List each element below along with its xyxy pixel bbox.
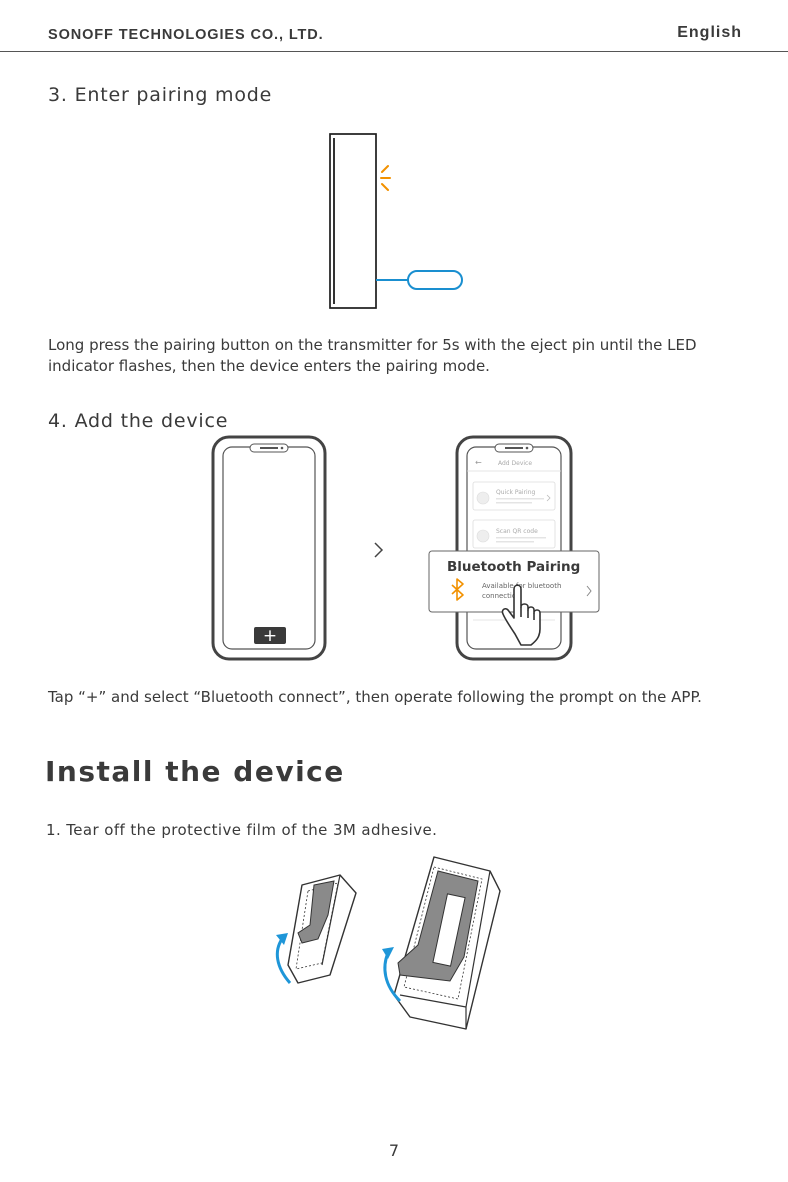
back-arrow-icon: ← xyxy=(475,458,482,467)
quick-pairing-card xyxy=(472,481,556,511)
install-section-title: Install the device xyxy=(45,755,345,788)
install-step1-text: 1. Tear off the protective film of the 3… xyxy=(46,821,438,839)
bluetooth-icon xyxy=(451,578,464,601)
step3-title: 3. Enter pairing mode xyxy=(48,84,273,106)
plus-symbol: + xyxy=(263,626,277,646)
bluetooth-pairing-title: Bluetooth Pairing xyxy=(447,559,580,575)
peel-arrow-large-icon xyxy=(382,947,402,1003)
phone-home-illustration: + xyxy=(211,435,327,661)
hand-pointer-icon xyxy=(501,584,541,646)
phone-app-illustration: ← Add Device Quick Pairing Scan QR code … xyxy=(428,435,600,661)
app-header-title: Add Device xyxy=(498,460,532,467)
step4-description: Tap “+” and select “Bluetooth connect”, … xyxy=(48,688,702,706)
small-device xyxy=(287,874,357,984)
led-flash-icon xyxy=(380,165,391,191)
step3-description: Long press the pairing button on the tra… xyxy=(48,336,697,375)
transmitter-body xyxy=(329,133,377,309)
chevron-right-icon xyxy=(374,542,384,558)
header-divider xyxy=(0,51,788,52)
large-device xyxy=(393,856,501,1030)
scan-qr-card xyxy=(472,519,556,549)
small-film xyxy=(297,880,335,944)
bluetooth-pairing-desc-line1: Available for bluetooth xyxy=(482,582,561,590)
peel-arrow-small-icon xyxy=(275,933,292,984)
scan-qr-label: Scan QR code xyxy=(496,528,538,535)
chevron-right-icon xyxy=(586,585,592,597)
language-label: English xyxy=(677,24,742,41)
company-name: SONOFF TECHNOLOGIES CO., LTD. xyxy=(48,27,324,43)
bluetooth-pairing-desc-line2: connection xyxy=(482,592,521,600)
eject-pin-icon xyxy=(376,270,463,290)
page-number: 7 xyxy=(388,1141,400,1160)
adhesive-film-illustration xyxy=(275,856,501,1030)
add-plus-button xyxy=(254,627,286,644)
quick-pairing-label: Quick Pairing xyxy=(496,489,536,496)
transmitter-edge xyxy=(333,138,335,304)
transmitter-pairing-illustration xyxy=(329,133,463,309)
step4-title: 4. Add the device xyxy=(48,410,229,432)
